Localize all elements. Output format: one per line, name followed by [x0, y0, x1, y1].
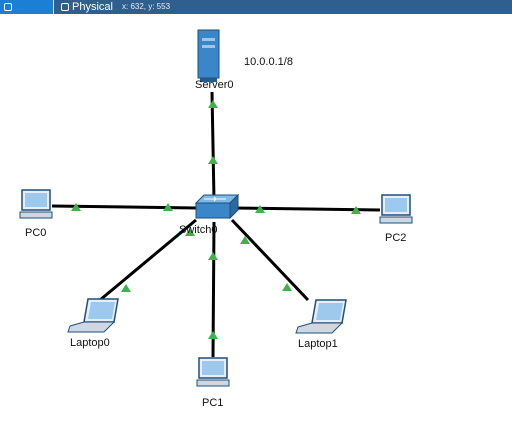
tab-logical[interactable]: Logical [0, 0, 54, 27]
pc-icon [196, 357, 230, 387]
pc0-label: PC0 [25, 227, 47, 239]
laptop-icon [67, 298, 119, 333]
link-up-triangle-icon [121, 284, 131, 292]
pc0-device[interactable] [19, 189, 53, 219]
tab-physical-label: Physical [72, 1, 113, 13]
pc-icon [19, 189, 53, 219]
link-up-triangle-icon [208, 331, 218, 339]
link-switch-server0[interactable] [210, 91, 216, 201]
pc2-label: PC2 [385, 232, 407, 244]
switch0-label: Switch0 [179, 224, 218, 236]
laptop-icon [295, 299, 347, 334]
link-up-triangle-icon [208, 252, 218, 260]
tab-logical-label: Logical [4, 15, 39, 27]
link-up-triangle-icon [351, 206, 361, 214]
link-up-triangle-icon [208, 156, 218, 164]
server0-ip-label: 10.0.0.1/8 [244, 56, 293, 68]
pc-icon [379, 194, 413, 224]
pc1-label: PC1 [202, 397, 224, 409]
topology-canvas[interactable] [0, 14, 512, 443]
server0-device[interactable] [197, 29, 220, 82]
server0-label: Server0 [195, 79, 234, 91]
link-up-triangle-icon [282, 283, 292, 291]
link-up-triangle-icon [163, 203, 173, 211]
link-up-triangle-icon [185, 228, 195, 236]
pc1-device[interactable] [196, 357, 230, 387]
laptop0-device[interactable] [67, 298, 119, 333]
tab-physical[interactable]: Physical [57, 0, 119, 14]
workspace-tabbar: Logical Physical x: 632, y: 553 [0, 0, 512, 27]
switch-icon [194, 193, 240, 220]
pc2-device[interactable] [379, 194, 413, 224]
link-switch-laptop0[interactable] [99, 218, 197, 302]
laptop1-device[interactable] [295, 299, 347, 334]
link-status-indicators [71, 100, 361, 339]
link-up-triangle-icon [255, 205, 265, 213]
server-icon [197, 29, 220, 82]
laptop1-label: Laptop1 [298, 338, 338, 350]
link-up-triangle-icon [240, 236, 250, 244]
laptop0-label: Laptop0 [70, 337, 110, 349]
link-switch-laptop1[interactable] [230, 218, 310, 302]
switch0-device[interactable] [194, 193, 240, 220]
link-up-triangle-icon [71, 203, 81, 211]
link-up-triangle-icon [208, 100, 218, 108]
cursor-coordinates: x: 632, y: 553 [122, 2, 171, 11]
logical-view-icon [4, 3, 12, 12]
physical-view-icon [61, 3, 69, 12]
